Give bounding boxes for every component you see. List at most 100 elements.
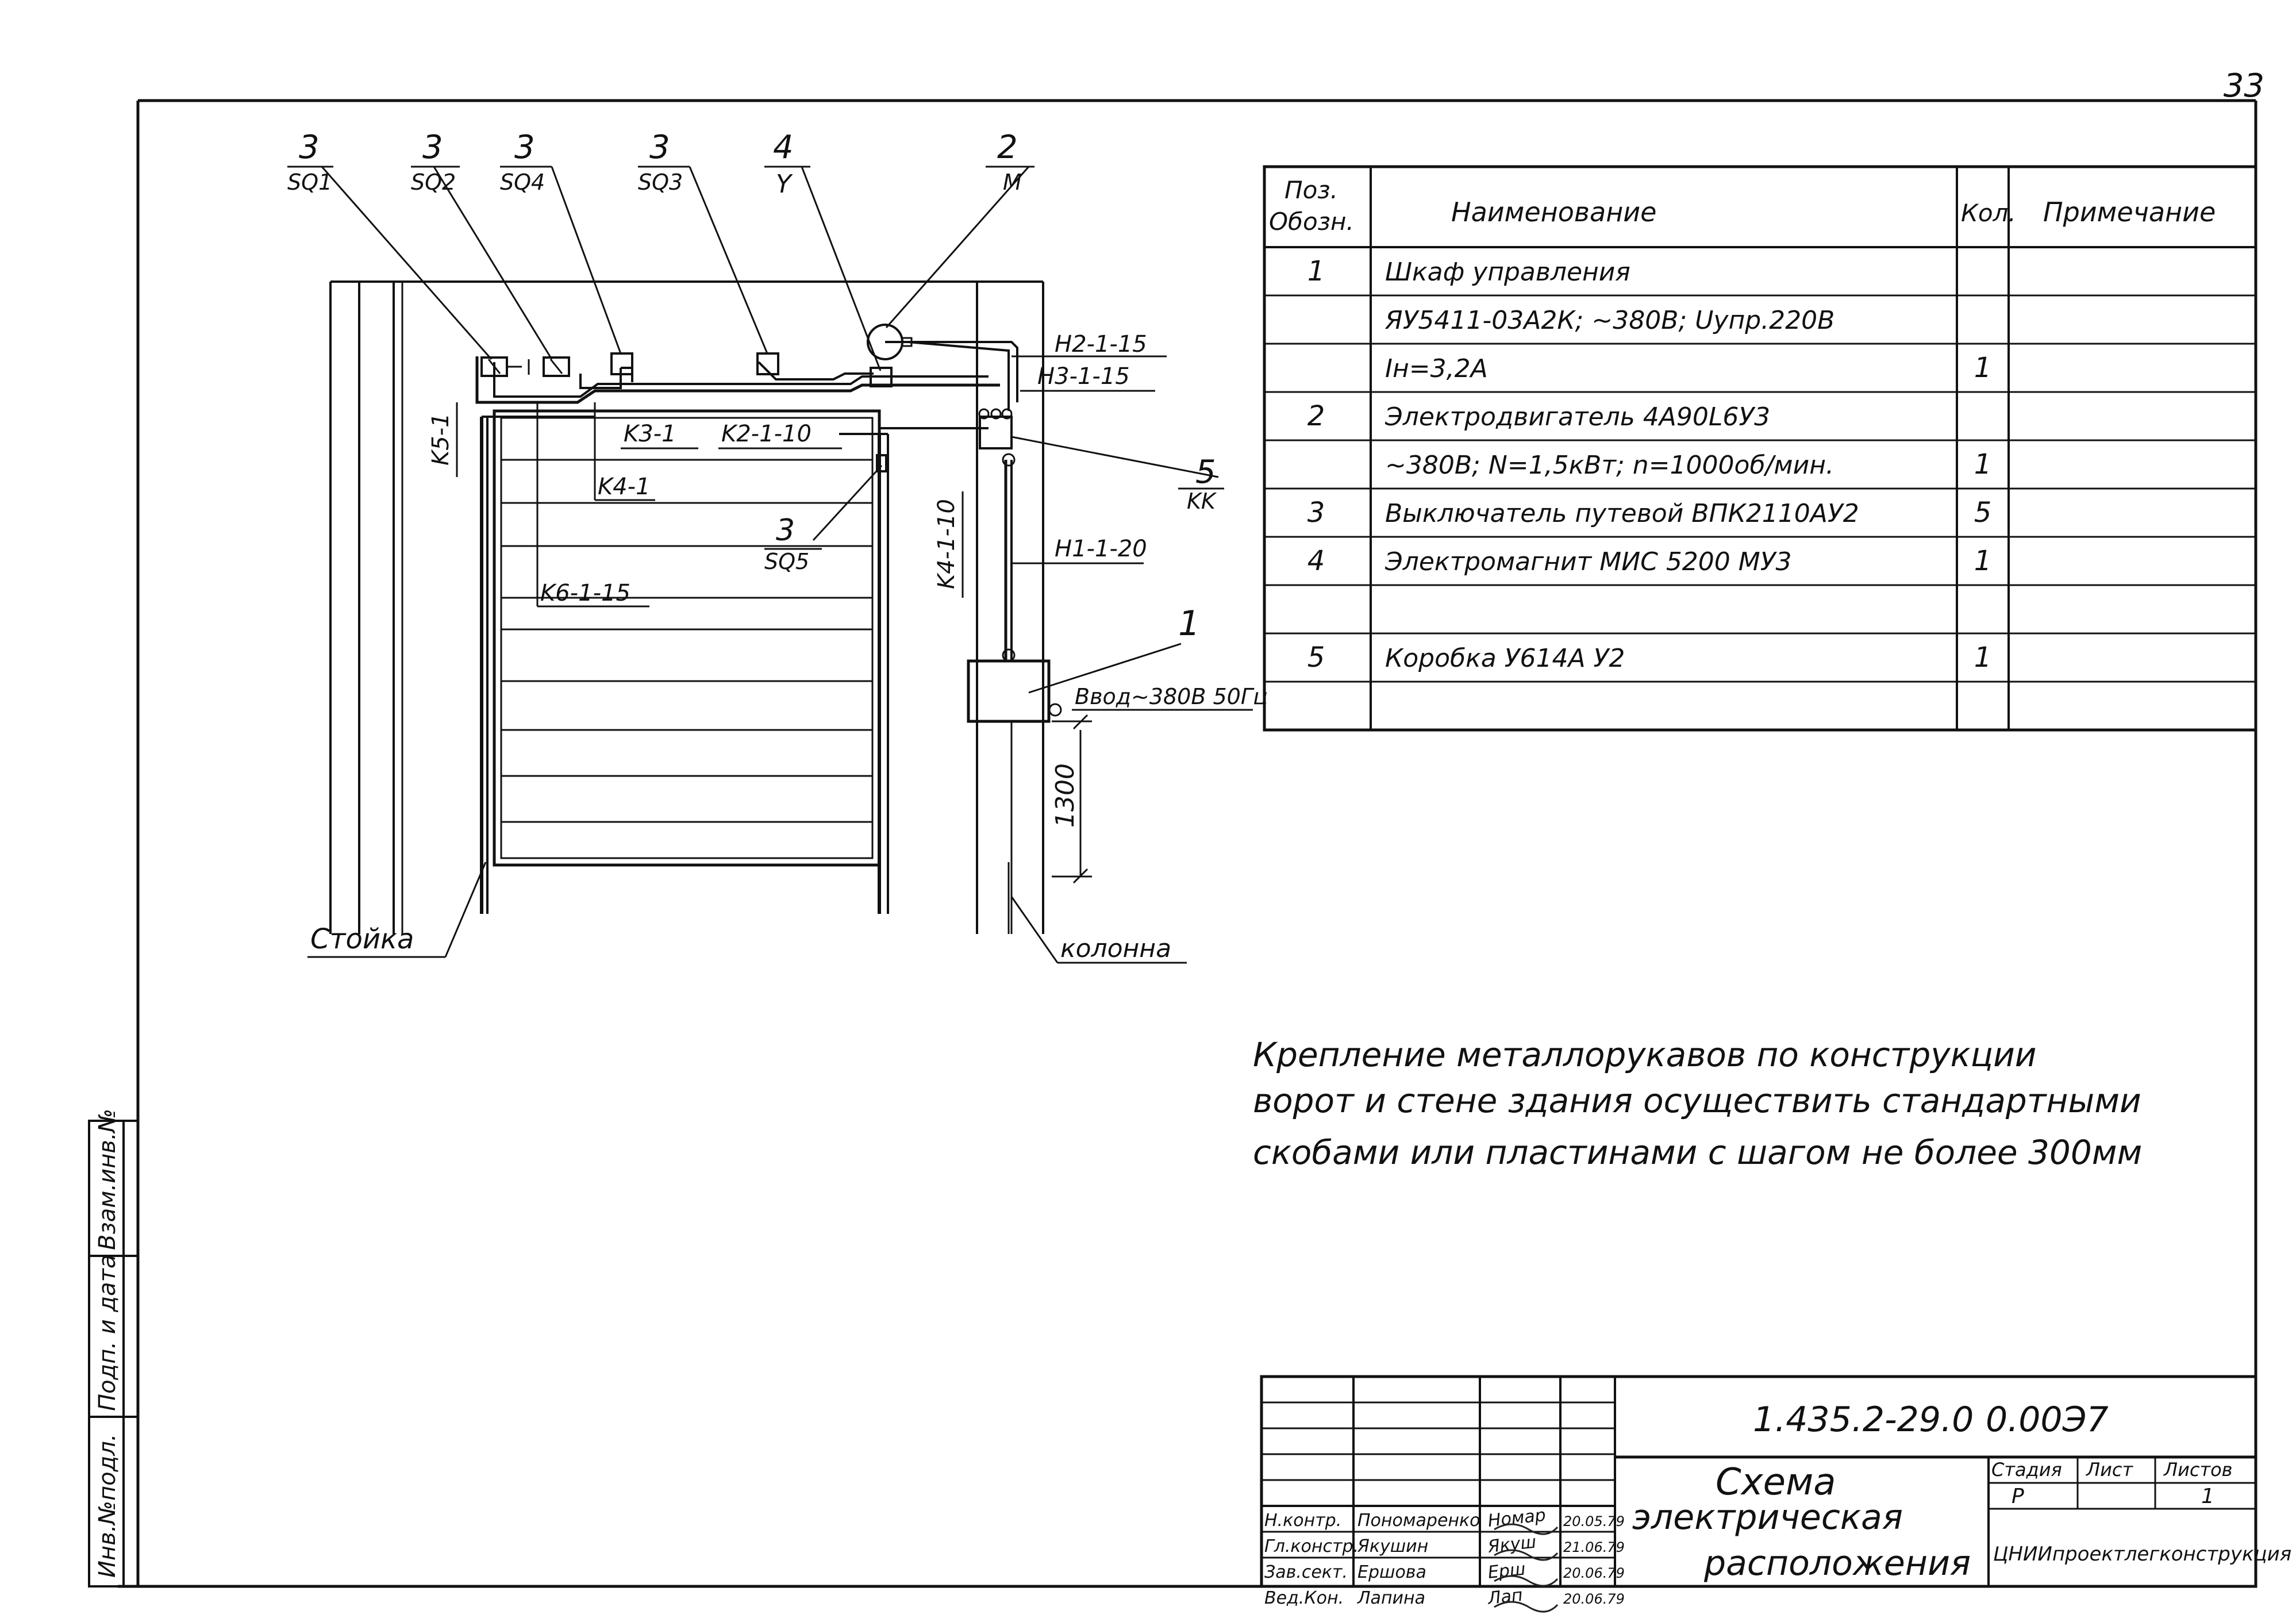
- power-input: Ввод~380В 50Гц: [1075, 684, 1268, 709]
- signer-role: Зав.сект.: [1264, 1562, 1348, 1582]
- doc-code: 1.435.2-29.0: [1753, 1400, 1974, 1440]
- spec-cell-qty: 5: [1974, 497, 1992, 529]
- signer-date: 20.05.79: [1563, 1513, 1625, 1529]
- cable-k5: K5-1: [428, 413, 454, 466]
- title-line-3: расположения: [1703, 1543, 1971, 1583]
- sq5-pos: 3: [776, 513, 795, 548]
- side-stamp-sign: Подп. и дата: [94, 1255, 121, 1411]
- spec-cell-pos: 1: [1307, 255, 1325, 287]
- height-dimension: 1300: [1051, 714, 1092, 884]
- sq2-pos: 3: [422, 129, 443, 166]
- spec-table: Поз. Обозн. Наименование Кол. Примечание…: [1263, 165, 2257, 732]
- signer-role: Гл.констр.: [1264, 1536, 1359, 1556]
- spec-cell-pos: 5: [1307, 641, 1325, 674]
- y-pos: 4: [773, 129, 794, 166]
- page-number: 33: [2224, 67, 2264, 105]
- signer-date: 20.06.79: [1563, 1591, 1625, 1607]
- title-block: 1.435.2-29.0 0.00Э7 Схема электрическая …: [1260, 1375, 2291, 1613]
- cable-conduits: [475, 341, 1018, 662]
- signer-name: Ершова: [1357, 1562, 1426, 1582]
- signer-date: 21.06.79: [1563, 1539, 1625, 1555]
- cable-k6: K6-1-15: [540, 580, 630, 606]
- sheets-value: 1: [2201, 1485, 2214, 1508]
- spec-cell-name: Электродвигатель 4А90L6У3: [1384, 402, 1770, 432]
- signer-role: Н.контр.: [1264, 1510, 1341, 1531]
- side-stamp-replace: Взам.инв.№: [94, 1109, 121, 1250]
- sq1-sub: SQ1: [287, 170, 332, 195]
- header-qty: Кол.: [1961, 199, 2016, 227]
- spec-cell-name: Выключатель путевой ВПК2110АУ2: [1385, 499, 1859, 528]
- note-line-1: Крепление металлорукавов по конструкции: [1253, 1035, 2036, 1074]
- building-structure: [329, 280, 1044, 934]
- limit-switch-sq4: [610, 352, 633, 375]
- spec-cell-name: ~380В; N=1,5кВт; n=1000об/мин.: [1385, 451, 1834, 480]
- header-note: Примечание: [2043, 197, 2216, 228]
- limit-switch-sq2: [528, 356, 570, 377]
- leader-lines: [321, 166, 1219, 541]
- cable-k3: K3-1: [624, 421, 676, 447]
- side-stamp-inv: Инв.№подл.: [94, 1433, 121, 1578]
- sq3-pos: 3: [649, 129, 670, 166]
- header-name: Наименование: [1451, 197, 1656, 228]
- sq2-sub: SQ2: [411, 170, 456, 195]
- signature-scribble: [1494, 1575, 1559, 1587]
- signer-name: Пономаренко: [1357, 1510, 1480, 1531]
- title-line-1: Схема: [1716, 1461, 1836, 1504]
- spec-cell-name: Коробка У614А У2: [1385, 644, 1625, 673]
- spec-cell-name: Iн=3,2А: [1385, 354, 1488, 383]
- signature-scribble: [1494, 1601, 1559, 1613]
- spec-cell-name: ЯУ5411-03А2К; ~380В; Uупр.220В: [1384, 306, 1835, 335]
- spec-cell-pos: 2: [1307, 400, 1325, 432]
- doc-number: 0.00Э7: [1986, 1400, 2109, 1440]
- header-pos-2: Обозн.: [1269, 207, 1354, 236]
- spec-cell-pos: 4: [1307, 545, 1325, 577]
- spec-cell-pos: 3: [1307, 497, 1325, 529]
- signer-signature: Якуш: [1486, 1532, 1537, 1557]
- cable-h2: H2-1-15: [1055, 331, 1147, 358]
- signature-scribble: [1494, 1549, 1559, 1561]
- stage-label: Стадия: [1991, 1459, 2062, 1481]
- spec-cell-qty: 1: [1974, 448, 1992, 481]
- spec-cell-qty: 1: [1974, 641, 1992, 674]
- sq4-sub: SQ4: [500, 170, 545, 195]
- electromagnet-y: [870, 367, 893, 387]
- kk-sub: KK: [1187, 489, 1217, 514]
- motor-m: [867, 324, 913, 360]
- sq3-sub: SQ3: [638, 170, 683, 195]
- signer-signature: Лап: [1486, 1585, 1524, 1609]
- stage-value: Р: [2012, 1485, 2024, 1508]
- column-label: колонна: [1060, 934, 1171, 963]
- cable-k4: K4-1: [598, 474, 651, 500]
- limit-switch-sq5: [876, 454, 887, 472]
- post-label: Стойка: [310, 923, 414, 955]
- spec-cell-name: Электромагнит МИС 5200 МУ3: [1384, 547, 1792, 576]
- signer-name: Лапина: [1357, 1588, 1425, 1608]
- sheet-label: Лист: [2086, 1459, 2133, 1481]
- sq5-sub: SQ5: [764, 549, 809, 574]
- signature-scribble: [1494, 1523, 1559, 1535]
- cabinet-pos: 1: [1178, 604, 1200, 644]
- spec-cell-qty: 1: [1974, 545, 1992, 577]
- junction-box-kk: [978, 408, 1013, 449]
- spec-cell-name: Шкаф управления: [1385, 257, 1630, 287]
- header-pos-1: Поз.: [1284, 176, 1338, 204]
- signer-signature: Ерш: [1487, 1559, 1526, 1583]
- control-cabinet: [967, 643, 1182, 934]
- note-line-3: скобами или пластинами с шагом не более …: [1253, 1133, 2142, 1172]
- sq1-pos: 3: [299, 129, 320, 166]
- note-line-2: ворот и стене здания осуществить стандар…: [1253, 1081, 2141, 1120]
- m-sub: M: [1003, 170, 1022, 195]
- gate-door: [480, 409, 889, 914]
- side-stamp: Инв.№подл. Подп. и дата Взам.инв.№: [88, 1109, 138, 1588]
- kk-pos: 5: [1195, 453, 1216, 491]
- sheet-frame: [118, 99, 2257, 1588]
- signer-date: 20.06.79: [1563, 1565, 1625, 1581]
- signer-signature: Номар: [1487, 1505, 1547, 1531]
- cable-h1: H1-1-20: [1055, 536, 1147, 562]
- title-line-2: электрическая: [1632, 1497, 1903, 1538]
- cable-h3: H3-1-15: [1037, 363, 1130, 390]
- gate-diagram: 3 SQ1 3 SQ2 3 SQ4 3 SQ3 4 Y 2 M 3 SQ5 5 …: [287, 129, 1268, 964]
- mounting-note: Крепление металлорукавов по конструкции …: [1253, 1035, 2142, 1172]
- spec-cell-qty: 1: [1974, 352, 1992, 384]
